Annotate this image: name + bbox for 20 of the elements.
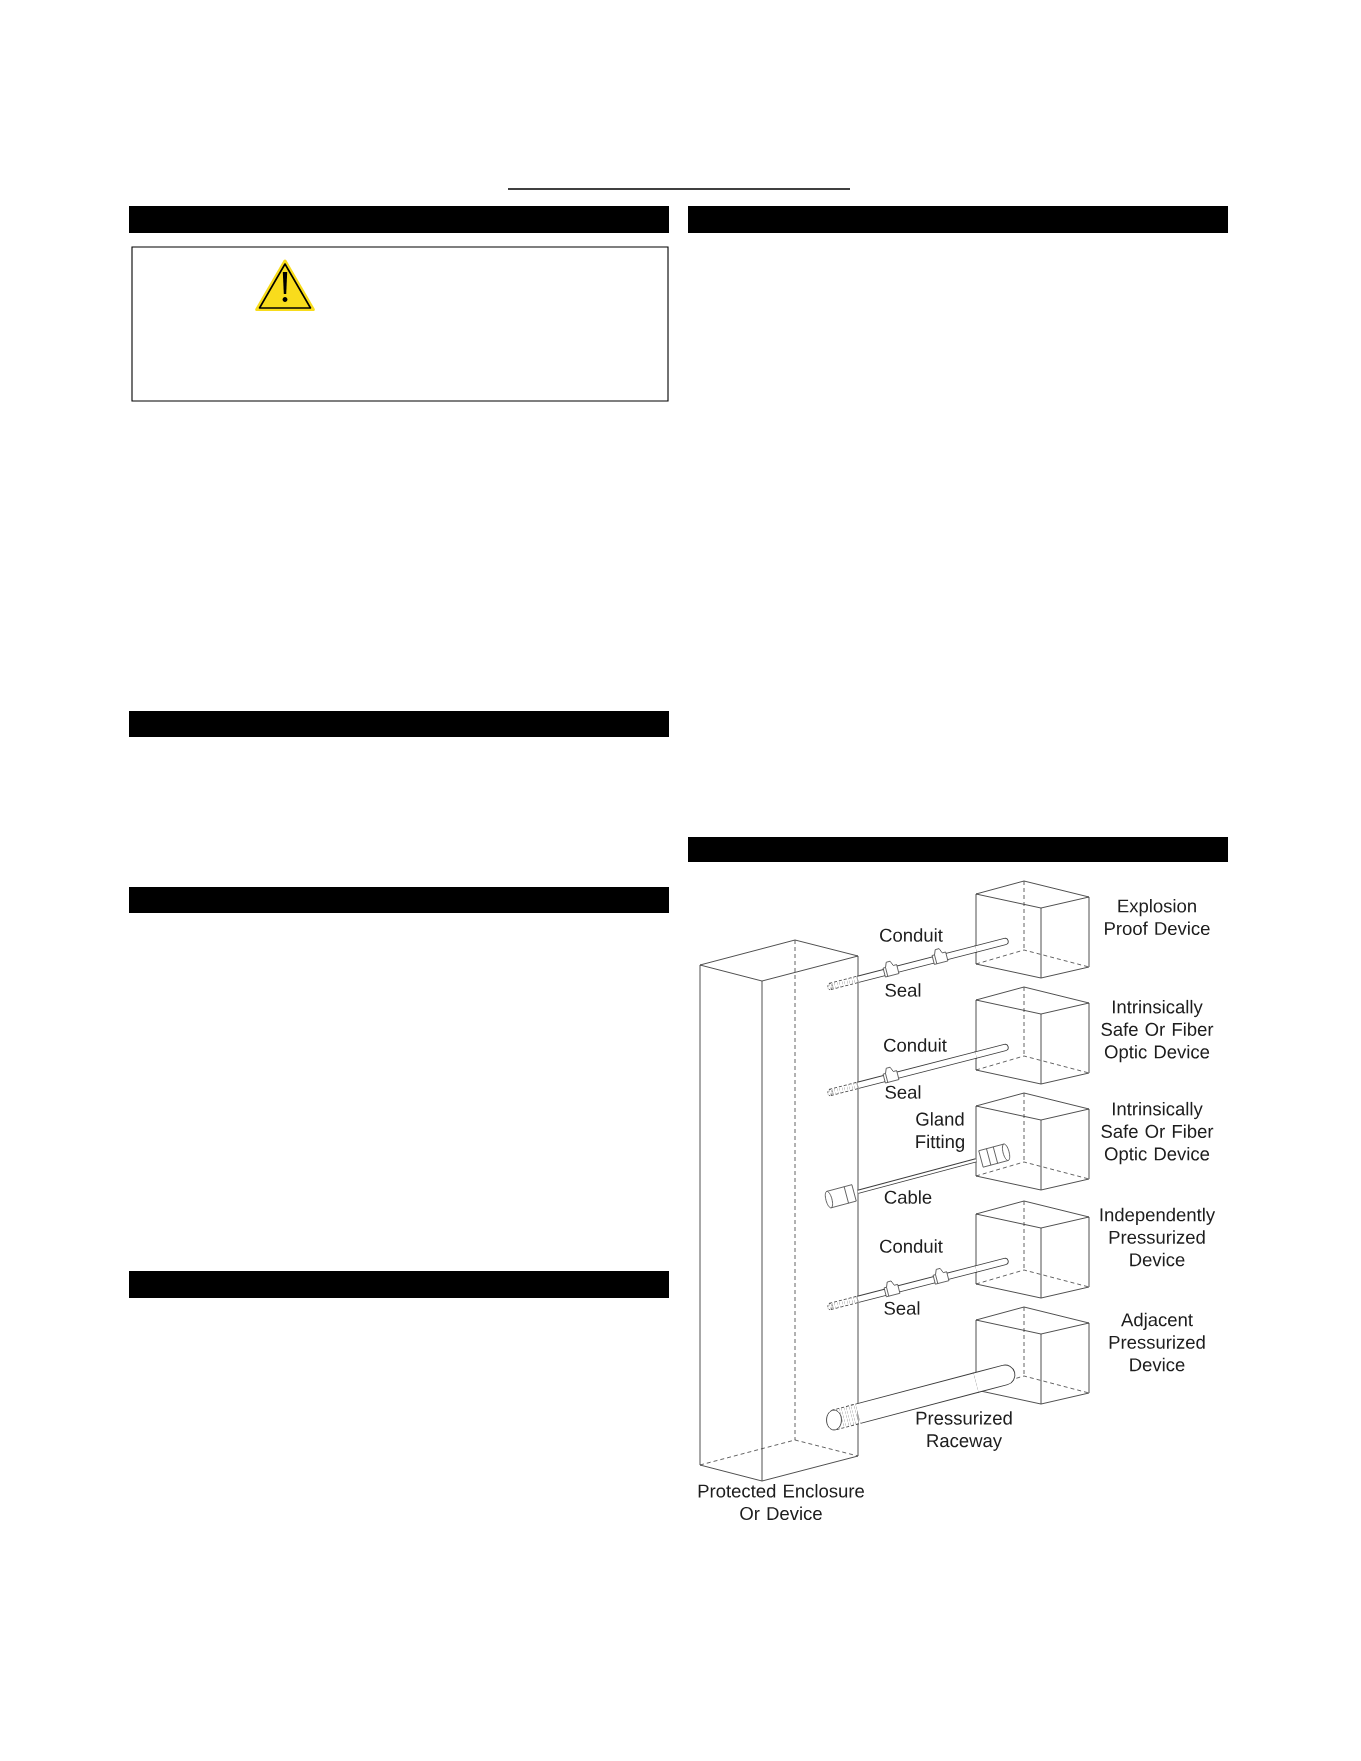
part-label: Gland Fitting — [916, 1112, 964, 1152]
raceway-pipe — [855, 1364, 1016, 1424]
device-label: Explosion Proof Device — [1105, 898, 1210, 936]
conduit-pipe — [857, 937, 1009, 983]
part-label: Conduit — [880, 928, 943, 942]
enclosure-label: Protected Enclosure Or Device — [698, 1483, 864, 1521]
device-label: Independently Pressurized Device — [1100, 1207, 1216, 1267]
part-label: Seal — [884, 1301, 920, 1315]
conduit-pipe — [857, 1043, 1009, 1089]
part-label: Conduit — [884, 1038, 947, 1052]
conduit-pipe — [857, 1257, 1009, 1303]
part-label: Cable — [884, 1190, 932, 1204]
cable — [857, 1158, 977, 1194]
device-label: Intrinsically Safe Or Fiber Optic Device — [1101, 999, 1214, 1063]
part-label: Pressurized Raceway — [916, 1411, 1012, 1451]
part-label: Seal — [885, 1085, 921, 1099]
device-label: Intrinsically Safe Or Fiber Optic Device — [1101, 1101, 1214, 1165]
part-label: Conduit — [880, 1239, 943, 1253]
part-label: Seal — [885, 983, 921, 997]
device-label: Adjacent Pressurized Device — [1109, 1312, 1205, 1372]
